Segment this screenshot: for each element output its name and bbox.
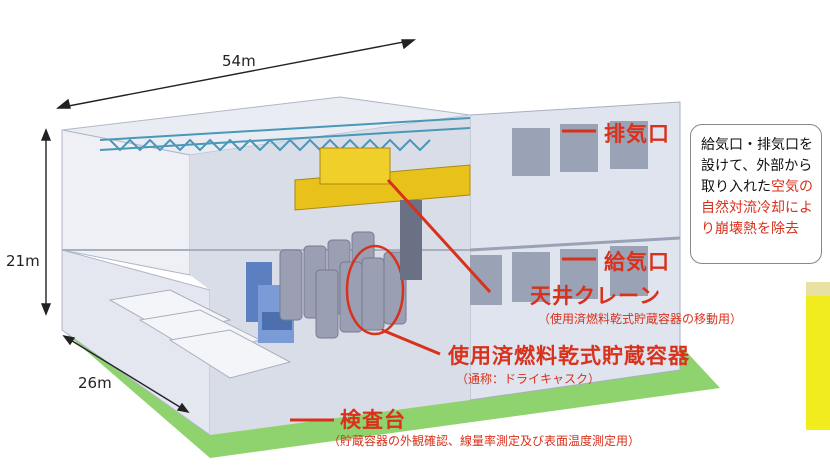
overhead-crane [294,147,471,280]
note-line-1: 給気口・排気口を [701,137,813,153]
label-cask-desc: （通称：ドライキャスク） [456,372,601,386]
inspection-room-partitions [108,289,292,379]
inspection-stand [246,262,294,343]
dimension-length: 54m [222,52,256,70]
label-inspection: 検査台 [340,408,406,432]
label-inspection-desc: （貯蔵容器の外観確認、線量率測定及び表面温度測定用） [328,434,641,448]
note-line-2: 設けて、外部から [701,158,813,174]
dim-length-arrow [57,39,415,109]
note-line-3b: 空気の [771,179,813,195]
cooling-note-box: 給気口・排気口を 設けて、外部から 取り入れた空気の 自然対流冷却によ り崩壊熱… [690,124,822,264]
note-line-3: 取り入れた空気の [701,177,821,198]
note-line-4: 自然対流冷却によ [701,200,813,216]
label-crane: 天井クレーン [530,284,661,308]
label-intake: 給気口 [604,250,670,274]
label-exhaust: 排気口 [604,122,670,146]
roof-truss [99,117,471,152]
label-crane-desc: （使用済燃料乾式貯蔵容器の移動用） [538,312,743,326]
side-yellow-bar-cap [806,282,830,296]
label-cask: 使用済燃料乾式貯蔵容器 [448,344,690,368]
cask-highlight-circle [345,244,405,336]
dimension-height: 21m [6,252,40,270]
note-line-3a: 取り入れた [701,179,771,195]
note-line-5: り崩壊熱を除去 [701,221,799,237]
dim-width-arrow [63,335,189,413]
side-yellow-bar [806,282,830,430]
leader-crane [386,178,492,294]
leader-cask [381,328,441,356]
building-front-wall [61,129,191,276]
dimension-width: 26m [78,374,112,392]
